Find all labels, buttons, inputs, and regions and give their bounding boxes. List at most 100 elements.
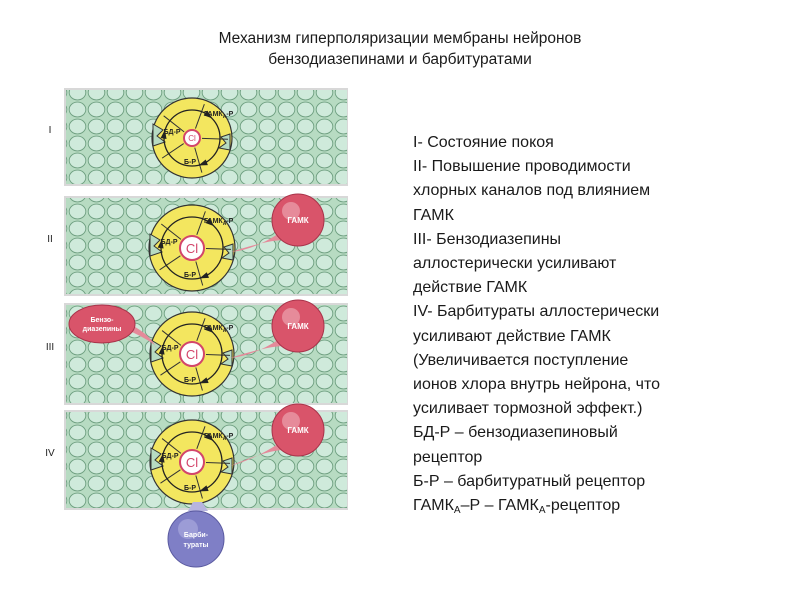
gaba-highlight [282, 202, 300, 220]
label-b-r: Б-Р [184, 159, 196, 166]
benzo-label-2: диазепины [83, 326, 122, 333]
label-b-r: Б-Р [184, 377, 196, 384]
legend-line: аллостерически усиливают [413, 255, 617, 273]
ring-arrowhead [158, 453, 165, 463]
channel-spoke [195, 367, 203, 391]
channel-spoke [201, 137, 228, 140]
benzodiazepine-molecule [68, 304, 136, 344]
cl-circle [179, 341, 205, 367]
channel-spoke [161, 143, 184, 159]
label-bd-r: БД-Р [160, 239, 177, 246]
channel-spoke [160, 469, 181, 484]
gaba-r-main: ГАМК [204, 111, 223, 118]
stage-label: II [47, 234, 53, 245]
gaba-r-main: ГАМК [204, 218, 223, 225]
legend-line: хлорных каналов под влиянием [413, 182, 651, 200]
legend-line: ГАМК [413, 206, 454, 224]
legend-line: (Увеличивается поступление [413, 351, 629, 369]
ring-arrowhead [204, 433, 214, 441]
cl-circle [179, 449, 205, 475]
bdr-binding-site [150, 339, 165, 363]
channel-spoke [161, 330, 182, 346]
bdr-binding-site [149, 233, 164, 257]
cl-label: Cl [186, 347, 198, 362]
legend-line: усиливает тормозной эффект.) [413, 400, 643, 418]
cl-label: Cl [188, 134, 196, 143]
gaba-binding-site [217, 133, 231, 151]
bdr-binding-site [152, 123, 167, 147]
label-bd-r: БД-Р [163, 129, 180, 136]
bdr-binding-site [150, 447, 165, 471]
stage-4: IV Cl БД-Р Б-Р ГАМКА-Р ГАМК Барби-тураты [45, 403, 348, 568]
ring-arrowhead [160, 129, 167, 139]
gaba-label: ГАМК [287, 426, 308, 435]
gaba-binding-site [220, 243, 234, 261]
channel-spoke [195, 475, 203, 499]
gaba-tail [230, 444, 284, 466]
channel-spoke [160, 361, 181, 376]
barbiturate-molecule [167, 510, 225, 568]
gaba-r-sub: А [223, 114, 227, 120]
channel-spoke [163, 115, 185, 133]
label-gaba-r: ГАМКА-Р [204, 218, 234, 227]
gaba-r-sub: А [223, 436, 227, 442]
legend-line: I- Состояние покоя [413, 134, 554, 151]
channel-spoke [205, 354, 230, 356]
legend-gaba-part2: –Р – ГАМК [460, 497, 539, 515]
gaba-r-main: ГАМК [204, 325, 223, 332]
legend-line: БД-Р – бензодиазепиновый [413, 424, 618, 442]
benzo-tail [130, 324, 157, 348]
cl-label: Cl [186, 455, 198, 470]
legend-line: ионов хлора внутрь нейрона, что [413, 376, 660, 394]
barb-label-2: тураты [184, 542, 209, 549]
legend-line-gaba: ГАМКА–Р – ГАМКА-рецептор [413, 494, 793, 523]
gaba-label: ГАМК [287, 216, 308, 225]
gaba-r-suffix: -Р [226, 433, 233, 440]
label-b-r: Б-Р [184, 485, 196, 492]
gaba-highlight [282, 412, 300, 430]
gaba-binding-site [219, 349, 233, 367]
gaba-label: ГАМК [287, 322, 308, 331]
channel-spoke [160, 223, 182, 240]
label-bd-r: БД-Р [161, 453, 178, 460]
title-line-1: Механизм гиперполяризации мембраны нейро… [218, 30, 582, 47]
gaba-r-sub: А [223, 328, 227, 334]
gaba-r-suffix: -Р [226, 218, 233, 225]
legend-line: IV- Барбитураты аллостерически [413, 303, 660, 321]
label-gaba-r: ГАМКА-Р [204, 433, 234, 442]
cl-label: Cl [186, 241, 198, 256]
legend-line: II- Повышение проводимости [413, 158, 631, 176]
slide-title: Механизм гиперполяризации мембраны нейро… [0, 28, 800, 70]
cl-circle [183, 129, 201, 147]
label-gaba-r: ГАМКА-Р [204, 325, 234, 334]
title-line-2: бензодиазепинами и барбитуратами [268, 51, 532, 68]
ring-arrowhead [199, 377, 209, 384]
gaba-r-suffix: -Р [226, 111, 233, 118]
legend-gaba-sub2: А [538, 505, 546, 517]
channel-spoke [194, 104, 205, 129]
stage-label: III [46, 342, 54, 353]
benzo-label-1: Бензо- [90, 317, 114, 324]
legend-gaba-sub1: А [453, 505, 461, 517]
gaba-highlight [282, 308, 300, 326]
stage-label: IV [45, 448, 55, 459]
label-bd-r: БД-Р [161, 345, 178, 352]
legend-line: Б-Р – барбитуратный рецептор [413, 472, 646, 490]
ring-arrowhead [158, 345, 165, 355]
ring-arrowhead [157, 239, 164, 249]
ring-arrowhead [198, 159, 208, 166]
legend-gaba-part1: ГАМК [413, 497, 454, 515]
ring-arrowhead [204, 325, 214, 333]
ring-arrowhead [199, 272, 209, 279]
channel-spoke [159, 255, 181, 271]
ring-arrowhead [199, 485, 209, 492]
channel-spoke [196, 426, 206, 450]
barb-label-1: Барби- [184, 531, 209, 539]
ring-arrowhead [203, 110, 213, 119]
barb-stalk [188, 502, 208, 511]
gaba-r-sub: А [223, 221, 227, 227]
